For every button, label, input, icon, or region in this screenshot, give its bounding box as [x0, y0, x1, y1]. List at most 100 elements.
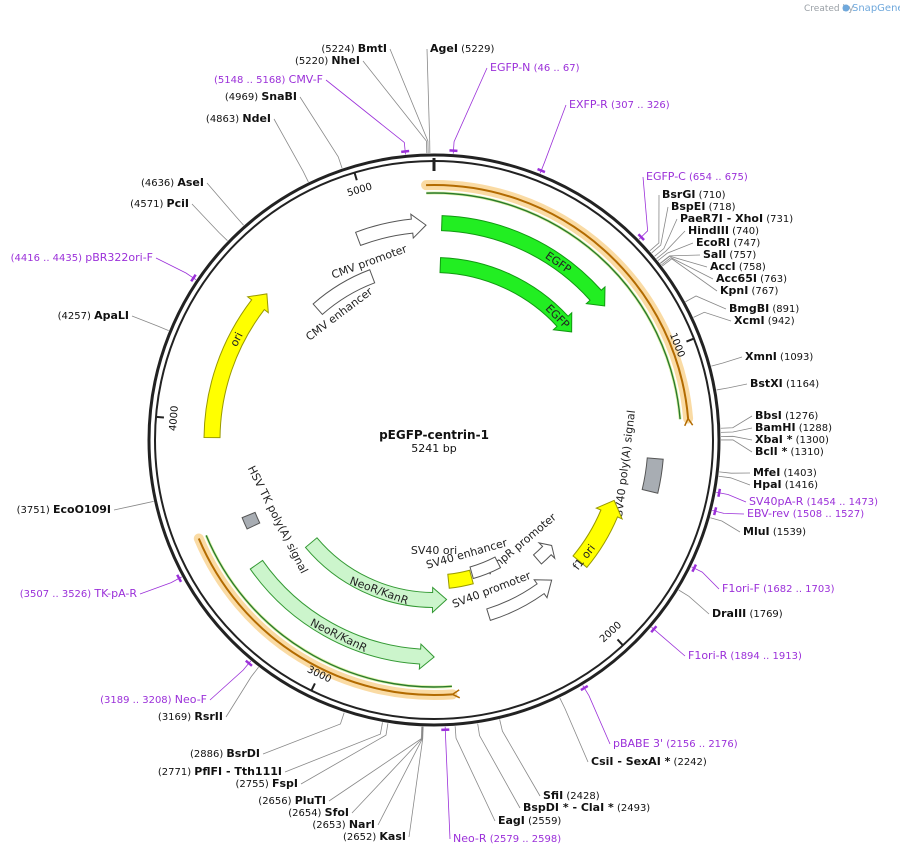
restriction-site-label: HpaI (1416): [753, 478, 818, 491]
restriction-site: (2886) BsrDI: [190, 712, 345, 760]
leader-line: [444, 726, 451, 840]
restriction-site-label: Acc65I (763): [716, 272, 787, 285]
restriction-site-label: AgeI (5229): [430, 42, 494, 55]
primer-site-label: EBV-rev (1508 .. 1527): [747, 507, 864, 520]
leader-line: [661, 257, 714, 280]
restriction-site: (5220) NheI: [295, 54, 428, 154]
size-tick: [686, 337, 695, 343]
primer-site: (3507 .. 3526) TK-pA-R: [20, 574, 183, 600]
feature-label: SV40 poly(A) signal: [612, 409, 638, 517]
restriction-site-label: (2654) SfoI: [288, 806, 349, 819]
restriction-site: (5224) BmtI: [321, 42, 429, 154]
primer-marker: [245, 659, 253, 667]
leader-line: [662, 258, 718, 292]
leader-line: [649, 194, 660, 252]
feature-cmv-promoter: CMV promoter: [330, 213, 427, 282]
primer-site-label: EGFP-N (46 .. 67): [490, 61, 580, 74]
restriction-site: HpaI (1416): [718, 475, 818, 491]
feature-label: ori: [228, 330, 246, 349]
feature-arrow: [447, 569, 474, 589]
primer-sites: EGFP-N (46 .. 67)EXFP-R (307 .. 326)EGFP…: [11, 61, 878, 845]
leader-line: [638, 176, 649, 240]
primer-site: (5148 .. 5168) CMV-F: [214, 73, 410, 155]
restriction-site-label: EcoRI (747): [696, 236, 760, 249]
restriction-site: (2755) FspI: [236, 723, 389, 790]
feature-sv40-poly-a-signal: SV40 poly(A) signal: [612, 409, 664, 518]
orf-band: [193, 533, 461, 700]
restriction-site: SfiI (2428): [499, 719, 600, 802]
restriction-site-label: (4257) ApaLI: [58, 309, 129, 322]
restriction-site-label: (3751) EcoO109I: [17, 503, 111, 516]
feature-arrow: [469, 556, 502, 580]
restriction-site-label: DraIII (1769): [712, 607, 783, 620]
size-tick: [310, 682, 316, 692]
feature-hsv-tk-poly-a-signal: HSV TK poly(A) signal: [241, 464, 310, 576]
feature-label: NeoR/KanR: [308, 616, 369, 655]
restriction-site: KpnI (767): [662, 258, 778, 297]
restriction-site: BspDI * - ClaI * (2493): [477, 723, 650, 814]
primer-site: (4416 .. 4435) pBR322ori-F: [11, 251, 197, 283]
primer-site: F1ori-F (1682 .. 1703): [691, 563, 835, 595]
leader-line: [262, 712, 345, 755]
restriction-site-label: (2755) FspI: [236, 777, 298, 790]
leader-line: [426, 48, 431, 154]
orf-band: [421, 180, 694, 427]
primer-marker: [537, 167, 546, 174]
primer-site: F1ori-R (1894 .. 1913): [650, 625, 802, 662]
snapgene-logo-icon: [842, 4, 850, 12]
feature-egfp: EGFP: [439, 257, 572, 333]
restriction-site: MluI (1539): [710, 517, 806, 538]
restriction-site-label: (3169) RsrII: [158, 710, 223, 723]
primer-marker: [176, 574, 183, 583]
restriction-site-label: CsiI - SexAI * (2242): [591, 755, 707, 768]
restriction-site: XmnI (1093): [711, 350, 813, 367]
feature-arrow: [249, 559, 435, 671]
restriction-site-label: (2656) PluTI: [258, 794, 326, 807]
leader-line: [539, 104, 567, 174]
restriction-site: DraIII (1769): [678, 589, 783, 620]
feature-arrow: [572, 499, 624, 569]
leader-line: [718, 475, 751, 486]
feature-sv40-ori: SV40 ori: [411, 544, 474, 589]
watermark-brand: SnapGene: [852, 3, 900, 14]
restriction-site-label: (4571) PciI: [130, 197, 189, 210]
primer-site-label: (3189 .. 3208) Neo-F: [100, 693, 207, 706]
primer-marker: [712, 506, 718, 516]
feature-arrow: [532, 542, 556, 565]
restriction-site-label: (5220) NheI: [295, 54, 360, 67]
leader-line: [284, 722, 383, 773]
plasmid-name: pEGFP-centrin-1: [379, 428, 489, 442]
restriction-site-label: SfiI (2428): [543, 789, 600, 802]
leader-line: [191, 203, 228, 241]
restriction-sites: AgeI (5229)(5224) BmtI(5220) NheI (4969) …: [17, 42, 833, 843]
primer-site-label: (3507 .. 3526) TK-pA-R: [20, 587, 138, 600]
restriction-site-label: (4969) SnaBI: [225, 90, 297, 103]
feature-arrow: [441, 215, 606, 307]
leader-line: [656, 230, 686, 260]
primer-site: pBABE 3' (2156 .. 2176): [580, 684, 738, 750]
leader-line: [113, 500, 154, 511]
restriction-site: BspEI (718): [651, 200, 736, 254]
restriction-site-label: XbaI * (1300): [755, 433, 829, 446]
restriction-site-label: (2886) BsrDI: [190, 747, 260, 760]
leader-line: [328, 726, 423, 802]
feature-arrow: [312, 269, 376, 316]
restriction-site: (2771) PflFI - Tth111I: [158, 722, 383, 778]
feature-arrow: [203, 293, 269, 439]
primer-site-label: Neo-R (2579 .. 2598): [453, 832, 561, 845]
leader-line: [716, 383, 748, 391]
leader-line: [273, 118, 309, 183]
restriction-site-label: BsrGI (710): [662, 188, 726, 201]
primer-site: Neo-R (2579 .. 2598): [441, 726, 561, 845]
primer-marker: [691, 563, 698, 573]
primer-marker: [401, 149, 410, 154]
restriction-site-label: MluI (1539): [743, 525, 806, 538]
restriction-site: BclI * (1310): [720, 439, 824, 458]
restriction-site: PaeR7I - XhoI (731): [654, 212, 793, 257]
restriction-site-label: (2771) PflFI - Tth111I: [158, 765, 282, 778]
feature-arrow: [354, 213, 427, 247]
restriction-site: EcoRI (747): [657, 236, 760, 261]
restriction-site: (2656) PluTI: [258, 726, 423, 807]
leader-line: [454, 726, 496, 822]
leader-line: [716, 491, 747, 503]
